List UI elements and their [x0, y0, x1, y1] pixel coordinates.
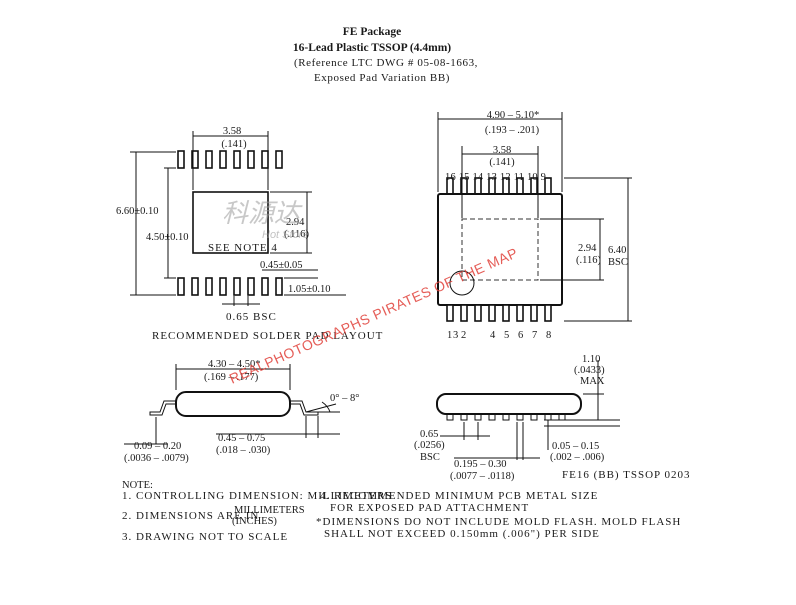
pin-number: 7: [532, 330, 537, 341]
title-line-2: 16-Lead Plastic TSSOP (4.4mm): [293, 42, 451, 54]
package-end-view: 1.10 (.0433) MAX 0.65 (.0256) BSC 0.195 …: [414, 354, 691, 482]
pin1-marker: [449, 270, 475, 296]
solder-pad-length: 1.05±0.10: [288, 284, 331, 295]
top-view-body: [437, 193, 563, 306]
watermark-grey: 科源达: [222, 199, 303, 229]
side-view-body: [175, 391, 291, 417]
solder-dim-height: 6.60±0.10: [116, 206, 159, 217]
top-dim-length: 4.90 – 5.10*: [487, 110, 540, 121]
end-standoff-in: (.002 – .006): [550, 452, 605, 463]
notes-block: NOTE: 1. CONTROLLING DIMENSION: MILLIMET…: [122, 480, 681, 543]
solder-dim-inner: 4.50±0.10: [146, 232, 189, 243]
top-dim-length-in: (.193 – .201): [485, 125, 540, 136]
solder-pitch: 0.65 BSC: [226, 311, 277, 323]
end-lead-width: 0.195 – 0.30: [454, 459, 507, 470]
end-pitch-mm: 0.65: [420, 429, 438, 440]
note-5a: *DIMENSIONS DO NOT INCLUDE MOLD FLASH. M…: [316, 516, 681, 528]
top-view-exposed-pad: [461, 218, 539, 281]
end-height-max: MAX: [580, 376, 605, 387]
pin-number: 1: [447, 330, 452, 341]
pin-number: 4: [490, 330, 496, 341]
note-3: 3. DRAWING NOT TO SCALE: [122, 531, 288, 543]
pin-number: 8: [546, 330, 551, 341]
title-line-3: (Reference LTC DWG # 05-08-1663,: [294, 57, 478, 69]
top-pin-numbers: 16 15 14 13 12 11 10 9: [445, 172, 546, 183]
side-dim-body: 4.30 – 4.50*: [208, 359, 261, 370]
solder-layout-caption: RECOMMENDED SOLDER PAD LAYOUT: [152, 330, 383, 342]
solder-pad-layout: 3.58 (.141) 6.60±0.10 4.50±0.10 2.94 (.1…: [116, 126, 383, 342]
pin-number: 2: [461, 330, 466, 341]
pin-number: 3: [453, 330, 458, 341]
side-dim-foot-in: (.018 – .030): [216, 445, 271, 456]
side-dim-foot: 0.45 – 0.75: [218, 433, 265, 444]
top-dim-width: 6.40: [608, 245, 626, 256]
pin-number: 5: [504, 330, 509, 341]
note-5b: SHALL NOT EXCEED 0.150mm (.006") PER SID…: [324, 528, 600, 540]
exposed-pad-outline: [192, 191, 269, 254]
solder-pads-bottom: [177, 277, 283, 296]
pin-number: 6: [518, 330, 523, 341]
package-top-view: 4.90 – 5.10* (.193 – .201) 3.58 (.141) 1…: [437, 110, 632, 341]
note-2-in: (INCHES): [232, 516, 277, 527]
watermark-grey-sub: Hot Store: [262, 229, 308, 241]
note-4a: 4. RECOMMENDED MINIMUM PCB METAL SIZE: [320, 490, 598, 502]
title-line-4: Exposed Pad Variation BB): [314, 72, 450, 84]
see-note-label: SEE NOTE 4: [208, 242, 278, 254]
solder-pads-top: [177, 150, 283, 169]
solder-dim-pad-mm: 2.94: [286, 217, 305, 228]
note-4b: FOR EXPOSED PAD ATTACHMENT: [330, 502, 529, 514]
top-dim-side-in: (.116): [576, 255, 601, 266]
side-dim-body-in: (.169 – .177): [204, 372, 259, 383]
end-height-mm: 1.10: [582, 354, 600, 365]
package-side-view: 4.30 – 4.50* (.169 – .177) 0° – 8° 0.09 …: [124, 359, 359, 464]
note-2-mm: MILLIMETERS: [234, 505, 305, 516]
end-pitch-in: (.0256): [414, 440, 445, 451]
note-2: 2. DIMENSIONS ARE IN: [122, 510, 259, 522]
top-view-leads-bottom: [446, 304, 552, 322]
top-dim-pad-mm: 3.58: [493, 145, 511, 156]
solder-dim-top-mm: 3.58: [223, 126, 241, 137]
notes-heading: NOTE:: [122, 480, 153, 491]
package-code: FE16 (BB) TSSOP 0203: [562, 469, 691, 481]
top-dim-pad-in: (.141): [489, 157, 515, 168]
side-dim-lead-in: (.0036 – .0079): [124, 453, 189, 464]
solder-dim-pad-in: (.116): [284, 229, 309, 240]
top-dim-side-mm: 2.94: [578, 243, 597, 254]
end-view-body: [436, 393, 582, 415]
end-height-in: (.0433): [574, 365, 605, 376]
end-standoff: 0.05 – 0.15: [552, 441, 599, 452]
note-1: 1. CONTROLLING DIMENSION: MILLIMETERS: [122, 490, 392, 502]
top-dim-width-bsc: BSC: [608, 257, 628, 268]
bottom-pin-numbers: 1 3 2 4 5 6 7 8: [447, 330, 551, 341]
solder-pad-width: 0.45±0.05: [260, 260, 303, 271]
side-dim-lead: 0.09 – 0.20: [134, 441, 181, 452]
title-line-1: FE Package: [343, 26, 401, 38]
end-pitch-bsc: BSC: [420, 452, 440, 463]
side-angle: 0° – 8°: [330, 393, 359, 404]
solder-dim-top-in: (.141): [221, 139, 247, 150]
end-lead-width-in: (.0077 – .0118): [450, 471, 515, 482]
